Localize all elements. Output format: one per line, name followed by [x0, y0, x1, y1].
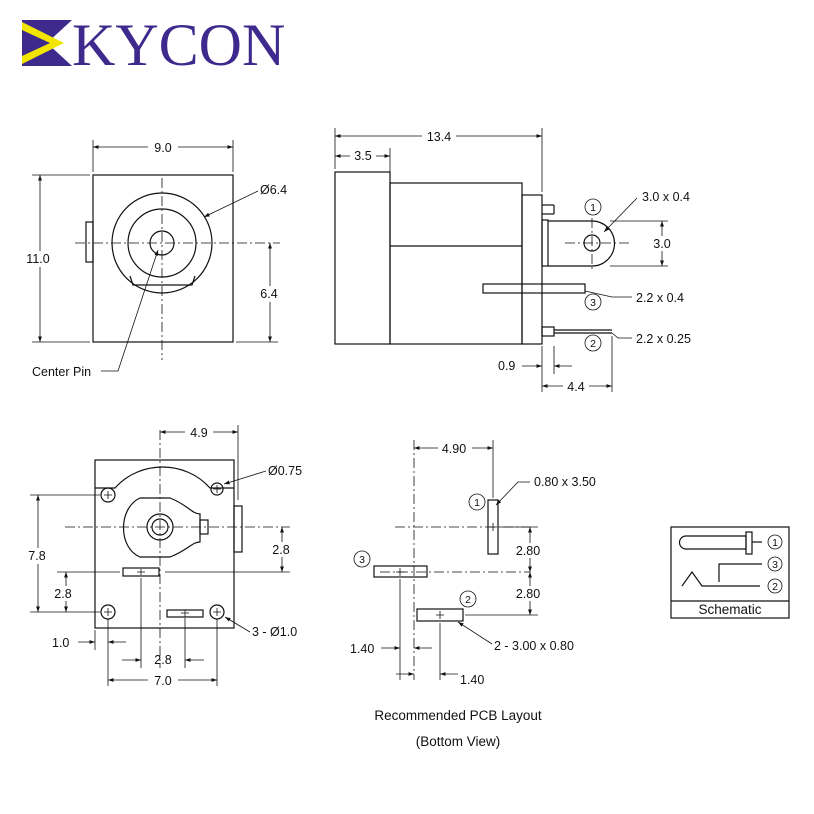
bottom-top-dim-label: 4.9	[190, 426, 207, 440]
front-side-tab	[85, 221, 94, 263]
logo-purple-notch	[22, 30, 50, 56]
schematic-switch	[718, 563, 762, 582]
pcb-caption-subtitle: (Bottom View)	[416, 734, 501, 749]
front-view: 9.0 11.0 6.4 Ø6.4 Center Pin	[20, 139, 287, 379]
pcb-dim-right-label: 1.40	[460, 673, 484, 687]
pcb-pad-3	[373, 565, 428, 578]
front-contact-arc	[129, 275, 196, 286]
logo-wordmark: KYCON	[72, 12, 285, 78]
side-pin1-height-label: 3.0	[653, 237, 670, 251]
bottom-mid-label: 2.8	[154, 653, 171, 667]
bottom-mount-hole-label: Ø0.75	[268, 464, 302, 478]
pcb-caption-title: Recommended PCB Layout	[374, 708, 542, 723]
mount-hole-top-right	[210, 482, 224, 496]
pcb-pin2-number: 2	[465, 594, 471, 606]
bottom-pin1-slot	[233, 505, 243, 553]
pcb-pad-2	[416, 608, 464, 622]
side-pin1-blade	[548, 220, 616, 267]
kycon-logo: KYCON	[22, 12, 285, 78]
side-pin2-stub	[541, 326, 555, 337]
mount-hole-top-left	[100, 487, 116, 503]
side-front-block	[334, 171, 391, 345]
side-view: 13.4 3.5 3.0 1 3.0 x 0.4 3 2.2 x 0.4 2 2…	[334, 128, 691, 394]
side-pin1-tab	[541, 219, 549, 267]
schematic-label: Schematic	[698, 602, 761, 617]
pcb-pads-label: 2 - 3.00 x 0.80	[494, 639, 574, 653]
front-width-label: 9.0	[154, 141, 171, 155]
side-front-depth-label: 3.5	[354, 149, 371, 163]
bottom-dim-b-label: 2.8	[54, 587, 71, 601]
bottom-pin3-slot	[122, 567, 160, 577]
side-length-label: 13.4	[427, 130, 451, 144]
schematic-box: 1 3 2 Schematic	[670, 526, 790, 619]
pcb-pin1-callout	[468, 493, 486, 511]
bottom-jack-outline	[122, 497, 201, 558]
center-pin-label: Center Pin	[32, 365, 91, 379]
pcb-top-dim-label: 4.90	[442, 442, 466, 456]
pcb-dim-a-label: 2.80	[516, 544, 540, 558]
bottom-view: 4.9 Ø0.75 7.8 2.8 2.8 1.0 2.8	[22, 425, 302, 688]
schematic-spring	[681, 570, 760, 587]
pcb-pad1-size-label: 0.80 x 3.50	[534, 475, 596, 489]
side-pin1-callout	[584, 198, 602, 216]
schematic-frame	[670, 526, 790, 619]
side-pin3-number: 3	[590, 297, 596, 309]
bottom-height-label: 7.8	[28, 549, 45, 563]
schematic-center-pin	[678, 535, 747, 550]
front-height-label: 11.0	[26, 252, 49, 266]
pcb-layout: 4.90 1 0.80 x 3.50 2.80 2.80 3 2 1.40 1.…	[350, 440, 596, 749]
front-pin-height-label: 6.4	[260, 287, 277, 301]
side-pin1-number: 1	[590, 202, 596, 214]
bottom-holes-label: 3 - Ø1.0	[252, 625, 297, 639]
pcb-pad-1	[487, 499, 499, 555]
pcb-pin3-number: 3	[359, 554, 365, 566]
side-offset-a-label: 0.9	[498, 359, 515, 373]
bottom-width-label: 7.0	[154, 674, 171, 688]
schematic-pin2-number: 2	[772, 581, 778, 593]
front-hole-dia-label: Ø6.4	[260, 183, 287, 197]
side-pin3	[482, 283, 586, 294]
side-pin1-size-label: 3.0 x 0.4	[642, 190, 690, 204]
side-pin-plate	[521, 194, 543, 345]
pcb-pin1-number: 1	[474, 497, 480, 509]
bottom-dim-a-label: 2.8	[272, 543, 289, 557]
side-pin2-size-label: 2.2 x 0.25	[636, 332, 691, 346]
pcb-dim-b-label: 2.80	[516, 587, 540, 601]
schematic-pin3-number: 3	[772, 559, 778, 571]
pcb-pin2-callout	[459, 590, 477, 608]
pcb-dim-left-label: 1.40	[350, 642, 374, 656]
side-pin2-callout	[584, 334, 602, 352]
side-offset-b-label: 4.4	[567, 380, 584, 394]
side-pin3-callout	[584, 293, 602, 311]
schematic-pin1-number: 1	[772, 537, 778, 549]
side-pin2-number: 2	[590, 338, 596, 350]
side-rear-body	[389, 182, 523, 345]
pcb-pin3-callout	[353, 550, 371, 568]
bottom-upper-arc	[95, 466, 234, 489]
bottom-edge-label: 1.0	[52, 636, 69, 650]
side-pin3-size-label: 2.2 x 0.4	[636, 291, 684, 305]
